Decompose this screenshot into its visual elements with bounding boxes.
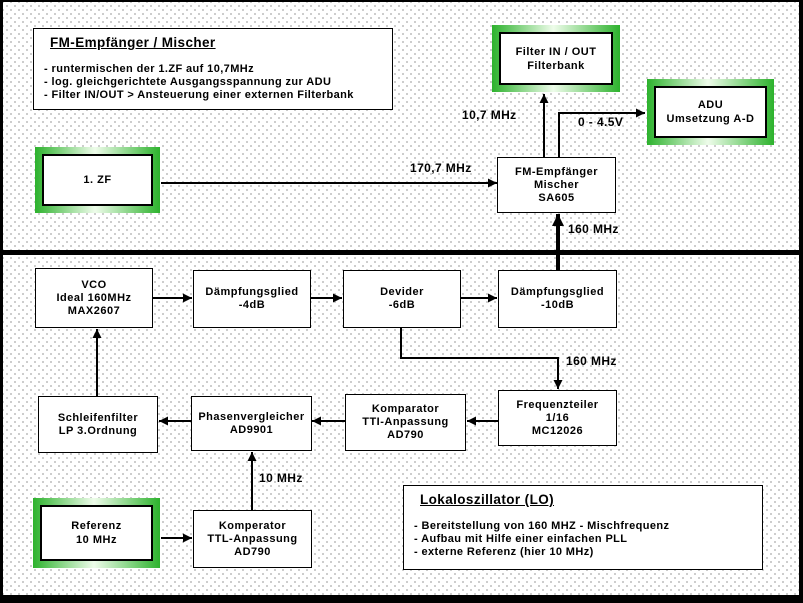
block-label: -6dB (388, 299, 416, 311)
signal-label-0-4-5v: 0 - 4.5V (578, 115, 624, 129)
block-label: -4dB (238, 299, 266, 311)
block-komperator-ttl: Komperator TTL-Anpassung AD790 (193, 510, 312, 568)
block-label: Referenz (71, 520, 122, 532)
block-label: Mischer (533, 178, 580, 191)
block-label: Filter IN / OUT (515, 45, 597, 58)
block-label: AD9901 (229, 423, 274, 436)
info-title: Lokaloszillator (LO) (420, 492, 555, 507)
section-divider (3, 250, 799, 255)
block-label: -10dB (540, 299, 575, 311)
info-box-lokaloszillator: Lokaloszillator (LO) - Bereitstellung vo… (403, 485, 763, 570)
info-bullet: - log. gleichgerichtete Ausgangsspannung… (44, 76, 332, 88)
block-label: FM-Empfänger (515, 165, 598, 178)
info-bullet: - Filter IN/OUT > Ansteuerung einer exte… (44, 89, 354, 101)
info-bullet: - runtermischen der 1.ZF auf 10,7MHz (44, 63, 254, 75)
signal-label-160mhz-mid: 160 MHz (566, 354, 617, 368)
block-label: TTL-Anpassung (207, 532, 298, 545)
block-label: Filterbank (527, 59, 585, 72)
info-title: FM-Empfänger / Mischer (50, 35, 216, 50)
block-label: Komparator (371, 403, 440, 415)
signal-label-160mhz-top: 160 MHz (568, 222, 619, 236)
block-daempfungsglied-10db: Dämpfungsglied -10dB (498, 270, 617, 328)
block-label: 1. ZF (83, 174, 112, 186)
block-label: AD790 (387, 429, 424, 441)
block-label: 10 MHz (76, 534, 117, 546)
block-label: MC12026 (531, 424, 584, 437)
signal-label-10-7mhz: 10,7 MHz (462, 108, 517, 122)
block-label: Ideal 160MHz (56, 291, 132, 304)
info-bullet: - Aufbau mit Hilfe einer einfachen PLL (414, 533, 628, 545)
block-komparator-tti: Komparator TTI-Anpassung AD790 (345, 394, 466, 451)
block-devider: Devider -6dB (343, 270, 461, 328)
block-label: AD790 (234, 545, 271, 558)
block-adu: ADU Umsetzung A-D (647, 79, 774, 145)
block-phasenvergleicher: Phasenvergleicher AD9901 (191, 396, 312, 451)
block-referenz: Referenz 10 MHz (33, 498, 160, 568)
block-label: SA605 (538, 191, 575, 204)
block-frequenzteiler: Frequenzteiler 1/16 MC12026 (498, 390, 617, 446)
block-sa605: FM-Empfänger Mischer SA605 (497, 157, 616, 213)
block-label: Frequenzteiler (516, 398, 599, 411)
block-label: LP 3.Ordnung (58, 424, 138, 437)
block-label: Devider (380, 286, 424, 298)
block-label: Dämpfungsglied (510, 286, 605, 298)
block-label: Komperator (218, 519, 287, 532)
block-vco: VCO Ideal 160MHz MAX2607 (35, 268, 153, 328)
block-label: Umsetzung A-D (666, 113, 755, 125)
block-1zf: 1. ZF (35, 147, 160, 213)
block-label: Schleifenfilter (57, 411, 139, 424)
block-label: MAX2607 (67, 304, 121, 317)
block-label: ADU (697, 99, 724, 111)
block-label: TTI-Anpassung (362, 416, 449, 428)
info-bullet: - externe Referenz (hier 10 MHz) (414, 546, 594, 558)
block-label: 1/16 (545, 411, 570, 424)
block-label: Phasenvergleicher (198, 410, 305, 423)
block-filterbank: Filter IN / OUT Filterbank (492, 25, 620, 92)
block-label: Dämpfungsglied (205, 286, 299, 298)
block-daempfungsglied-4db: Dämpfungsglied -4dB (193, 270, 311, 328)
info-bullet: - Bereitstellung von 160 MHZ - Mischfreq… (414, 520, 670, 532)
connector-devider-to-frequenzteiler (400, 326, 563, 389)
block-schleifenfilter: Schleifenfilter LP 3.Ordnung (38, 396, 158, 453)
signal-label-10mhz: 10 MHz (259, 471, 303, 485)
signal-label-170-7mhz: 170,7 MHz (410, 161, 472, 175)
info-box-fm-empfaenger: FM-Empfänger / Mischer - runtermischen d… (33, 28, 393, 110)
block-label: VCO (81, 278, 107, 291)
